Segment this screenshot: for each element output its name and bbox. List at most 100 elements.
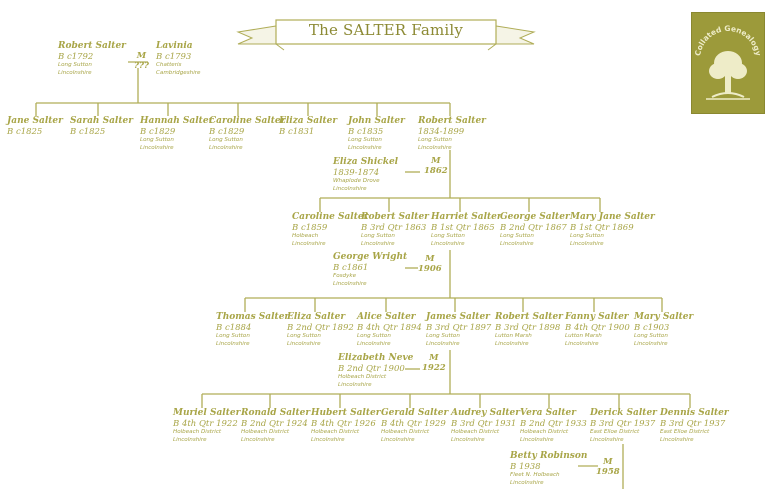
person-place: Holbeach District bbox=[311, 428, 360, 435]
logo-tree-icon: Collated Genealogy bbox=[693, 24, 763, 100]
person-place: Long Sutton bbox=[287, 332, 321, 339]
person-birth: B c1835 bbox=[348, 126, 384, 137]
person-place: Fleet N. Holbeach bbox=[510, 471, 560, 478]
marriage-year: ??? bbox=[134, 60, 149, 71]
person-name: Harriet Salter bbox=[431, 212, 502, 222]
person-birth: B 3rd Qtr 1898 bbox=[495, 322, 561, 333]
person-place: Long Sutton bbox=[426, 332, 460, 339]
person-name: Ronald Salter bbox=[241, 408, 311, 418]
person-place: Long Sutton bbox=[216, 332, 250, 339]
person-birth: B 4th Qtr 1926 bbox=[311, 418, 376, 429]
person-birth: B c1825 bbox=[7, 126, 43, 137]
marriage-year: 1862 bbox=[424, 165, 448, 176]
person-place: Lutton Marsh bbox=[495, 332, 532, 339]
collated-genealogy-logo: Collated Genealogy bbox=[691, 12, 765, 114]
person-birth: B 4th Qtr 1922 bbox=[173, 418, 238, 429]
person-place: Holbeach District bbox=[241, 428, 290, 435]
person-place: Whaplode Drove bbox=[333, 177, 380, 184]
person-place: Long Sutton bbox=[500, 232, 534, 239]
marriage-year: 1922 bbox=[422, 362, 446, 373]
person-name: Alice Salter bbox=[357, 312, 416, 322]
person-place: Long Sutton bbox=[431, 232, 465, 239]
person-name: Robert Salter bbox=[495, 312, 563, 322]
person-birth: B c1792 bbox=[58, 51, 94, 62]
person-place: Holbeach District bbox=[381, 428, 430, 435]
person-name: Hubert Salter bbox=[311, 408, 381, 418]
person-birth: B 2nd Qtr 1867 bbox=[500, 222, 567, 233]
person-name: George Wright bbox=[333, 252, 408, 262]
person-name: Muriel Salter bbox=[173, 408, 241, 418]
person-place: Chatteris bbox=[156, 61, 182, 68]
person-place: Lincolnshire bbox=[173, 436, 207, 443]
marriage-year: 1906 bbox=[418, 263, 442, 274]
person-birth: B c1861 bbox=[333, 262, 369, 273]
person-birth: B 1st Qtr 1865 bbox=[431, 222, 495, 233]
person-birth: B 2nd Qtr 1924 bbox=[241, 418, 308, 429]
person-birth: B 3rd Qtr 1937 bbox=[660, 418, 726, 429]
person-place: Long Sutton bbox=[570, 232, 604, 239]
person-birth: B c1825 bbox=[70, 126, 106, 137]
person-place: Long Sutton bbox=[418, 136, 452, 143]
person-place: Lincolnshire bbox=[209, 144, 243, 151]
person-place: Holbeach District bbox=[520, 428, 569, 435]
person-place: Lincolnshire bbox=[58, 69, 92, 76]
person-place: Lincolnshire bbox=[140, 144, 174, 151]
title-banner: The SALTER Family bbox=[236, 14, 536, 54]
person-place: Long Sutton bbox=[209, 136, 243, 143]
person-birth: B c1831 bbox=[279, 126, 315, 137]
person-place: Holbeach District bbox=[451, 428, 500, 435]
person-name: Dennis Salter bbox=[660, 408, 729, 418]
person-place: Lincolnshire bbox=[333, 280, 367, 287]
person-birth: B 1938 bbox=[510, 461, 541, 472]
person-name: Mary Salter bbox=[634, 312, 694, 322]
page-title: The SALTER Family bbox=[308, 21, 464, 39]
person-birth: B 2nd Qtr 1900 bbox=[338, 363, 405, 374]
person-birth: 1839-1874 bbox=[333, 167, 380, 178]
marriage-label: M??? bbox=[134, 51, 149, 72]
person-birth: B 4th Qtr 1894 bbox=[357, 322, 422, 333]
person-name: Mary Jane Salter bbox=[570, 212, 655, 222]
person-place: Holbeach District bbox=[173, 428, 222, 435]
person-birth: B c1793 bbox=[156, 51, 192, 62]
person-place: Long Sutton bbox=[634, 332, 668, 339]
person-name: Sarah Salter bbox=[70, 116, 133, 126]
person-place: Lincolnshire bbox=[361, 240, 395, 247]
marriage-marker: M bbox=[429, 353, 439, 363]
person-birth: B 4th Qtr 1929 bbox=[381, 418, 446, 429]
person-name: James Salter bbox=[426, 312, 490, 322]
person-place: East Elloe District bbox=[590, 428, 640, 435]
person-place: Lincolnshire bbox=[241, 436, 275, 443]
person-place: Lincolnshire bbox=[287, 340, 321, 347]
person-birth: B c1829 bbox=[209, 126, 245, 137]
person-place: Long Sutton bbox=[348, 136, 382, 143]
person-name: Jane Salter bbox=[7, 116, 63, 126]
person-place: Lincolnshire bbox=[510, 479, 544, 486]
marriage-marker: M bbox=[425, 254, 435, 264]
person-name: Betty Robinson bbox=[510, 451, 588, 461]
person-name: Elizabeth Neve bbox=[338, 353, 414, 363]
person-place: Fosdyke bbox=[333, 272, 357, 279]
